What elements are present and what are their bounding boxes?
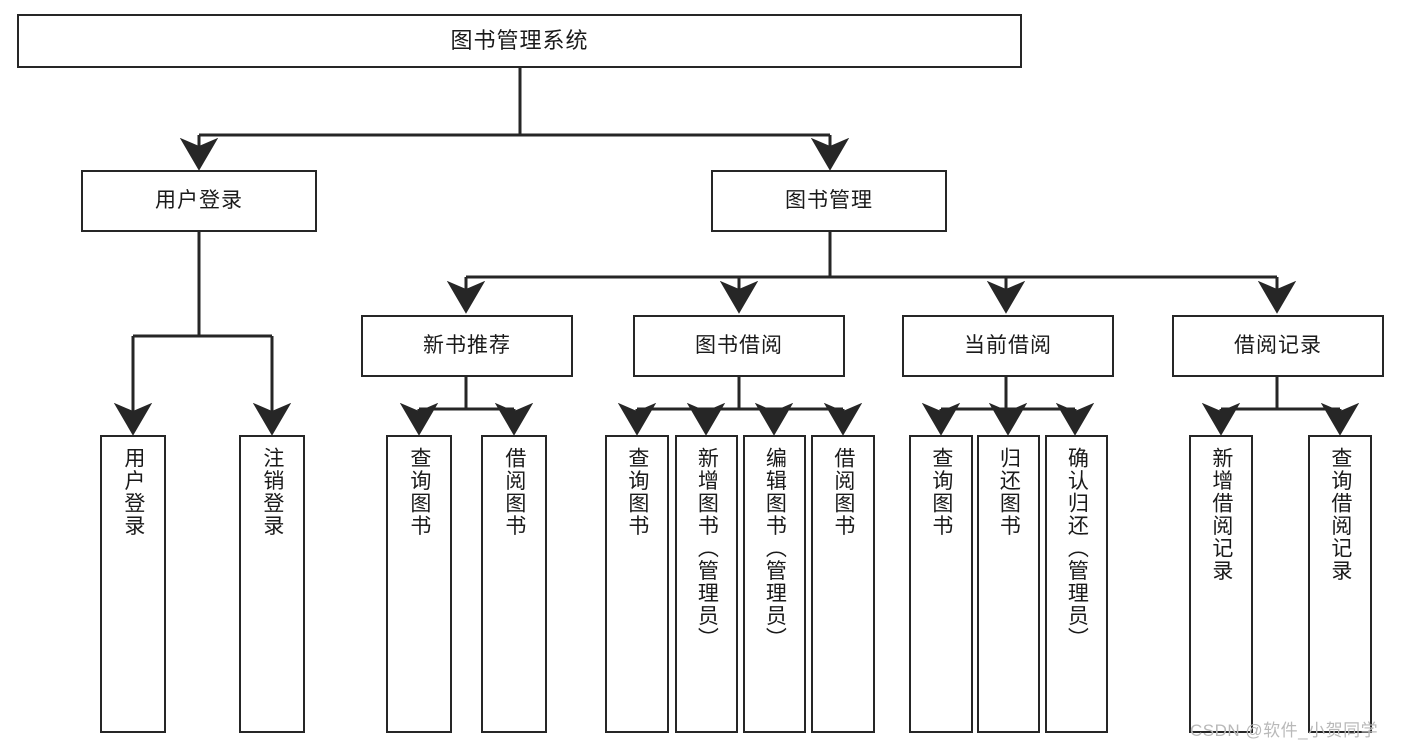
node-new-book-recommend[interactable]: 新书推荐 bbox=[361, 315, 573, 377]
node-book-manage-label: 图书管理 bbox=[785, 189, 873, 213]
leaf-add-book[interactable]: 新增图书（管理员） bbox=[675, 435, 738, 733]
leaf-add-book-label: 新增图书（管理员） bbox=[695, 447, 719, 650]
leaf-logout[interactable]: 注销登录 bbox=[239, 435, 305, 733]
leaf-query-book-3-label: 查询图书 bbox=[929, 447, 953, 537]
leaf-add-record-label: 新增借阅记录 bbox=[1209, 447, 1233, 582]
node-user-login-label: 用户登录 bbox=[155, 189, 243, 213]
node-book-borrow[interactable]: 图书借阅 bbox=[633, 315, 845, 377]
leaf-return-book-label: 归还图书 bbox=[997, 447, 1021, 537]
leaf-user-login-label: 用户登录 bbox=[121, 447, 145, 537]
leaf-logout-label: 注销登录 bbox=[260, 447, 284, 537]
leaf-query-book-2-label: 查询图书 bbox=[625, 447, 649, 537]
node-current-borrow[interactable]: 当前借阅 bbox=[902, 315, 1114, 377]
leaf-query-record[interactable]: 查询借阅记录 bbox=[1308, 435, 1372, 733]
leaf-user-login[interactable]: 用户登录 bbox=[100, 435, 166, 733]
leaf-edit-book-label: 编辑图书（管理员） bbox=[763, 447, 787, 650]
leaf-edit-book[interactable]: 编辑图书（管理员） bbox=[743, 435, 806, 733]
leaf-query-book-3[interactable]: 查询图书 bbox=[909, 435, 973, 733]
leaf-confirm-return[interactable]: 确认归还（管理员） bbox=[1045, 435, 1108, 733]
leaf-borrow-book-1-label: 借阅图书 bbox=[502, 447, 526, 537]
node-current-borrow-label: 当前借阅 bbox=[964, 334, 1052, 358]
node-book-borrow-label: 图书借阅 bbox=[695, 334, 783, 358]
node-root-label: 图书管理系统 bbox=[450, 27, 589, 53]
node-book-manage[interactable]: 图书管理 bbox=[711, 170, 947, 232]
leaf-return-book[interactable]: 归还图书 bbox=[977, 435, 1040, 733]
leaf-confirm-return-label: 确认归还（管理员） bbox=[1065, 447, 1089, 650]
leaf-borrow-book-2-label: 借阅图书 bbox=[831, 447, 855, 537]
node-borrow-record[interactable]: 借阅记录 bbox=[1172, 315, 1384, 377]
node-borrow-record-label: 借阅记录 bbox=[1234, 334, 1322, 358]
leaf-add-record[interactable]: 新增借阅记录 bbox=[1189, 435, 1253, 733]
leaf-query-book-1[interactable]: 查询图书 bbox=[386, 435, 452, 733]
leaf-query-record-label: 查询借阅记录 bbox=[1328, 447, 1352, 582]
leaf-query-book-1-label: 查询图书 bbox=[407, 447, 431, 537]
node-new-book-recommend-label: 新书推荐 bbox=[423, 334, 511, 358]
node-user-login[interactable]: 用户登录 bbox=[81, 170, 317, 232]
leaf-borrow-book-2[interactable]: 借阅图书 bbox=[811, 435, 875, 733]
leaf-query-book-2[interactable]: 查询图书 bbox=[605, 435, 669, 733]
leaf-borrow-book-1[interactable]: 借阅图书 bbox=[481, 435, 547, 733]
node-root[interactable]: 图书管理系统 bbox=[17, 14, 1022, 68]
